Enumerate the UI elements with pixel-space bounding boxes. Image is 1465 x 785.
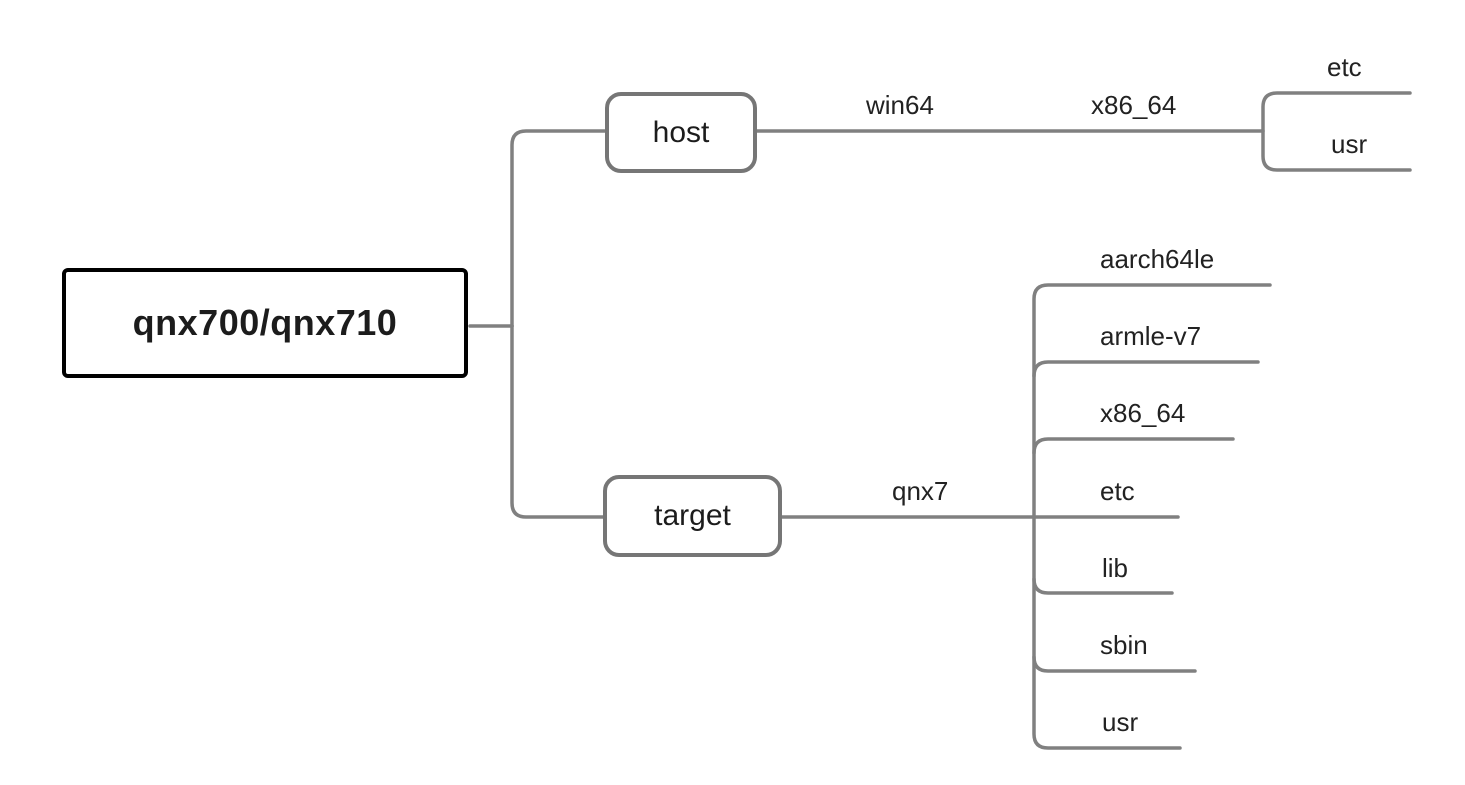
- edge-label-x86-64-host: x86_64: [1091, 90, 1177, 120]
- leaf-label-host-etc: etc: [1327, 52, 1362, 82]
- leaf-label-host-usr: usr: [1331, 129, 1368, 159]
- node-target: target: [603, 475, 782, 557]
- edge-target-fan-trunk: [1032, 283, 1272, 750]
- node-host: host: [605, 92, 757, 173]
- edge-label-win64: win64: [866, 90, 934, 120]
- edge-target-sbin: [1032, 655, 1197, 673]
- leaf-label-target-armle-v7: armle-v7: [1100, 321, 1202, 351]
- leaf-label-target-usr: usr: [1102, 707, 1139, 737]
- edge-host-children-fork: [1261, 91, 1412, 172]
- leaf-label-target-x86-64: x86_64: [1100, 398, 1186, 428]
- leaf-label-target-etc: etc: [1100, 476, 1135, 506]
- leaf-label-target-lib: lib: [1102, 553, 1129, 583]
- edge-target-x86-64: [1032, 437, 1235, 455]
- leaf-label-target-aarch64le: aarch64le: [1100, 244, 1215, 274]
- edge-root-host: [510, 129, 607, 328]
- edge-target-lib: [1032, 577, 1174, 595]
- node-root: qnx700/qnx710: [62, 268, 468, 378]
- edge-root-target: [510, 324, 605, 519]
- edge-label-qnx7: qnx7: [892, 476, 949, 506]
- edge-target-armle-v7: [1032, 360, 1260, 378]
- leaf-label-target-sbin: sbin: [1100, 630, 1148, 660]
